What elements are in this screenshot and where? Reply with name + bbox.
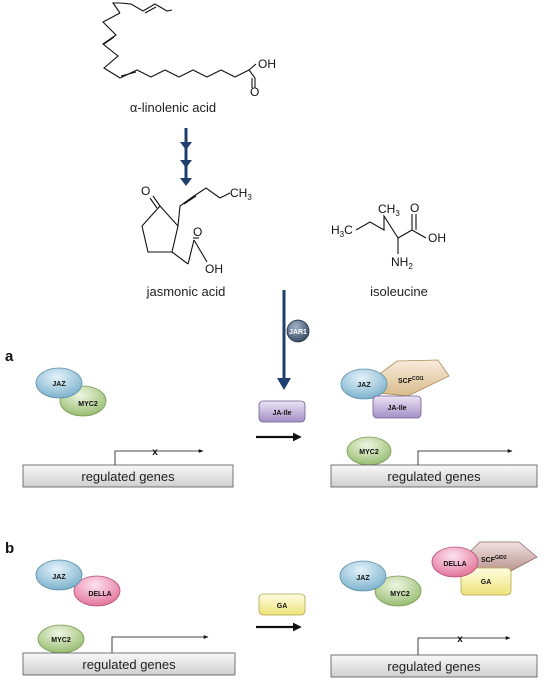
- amine-group: NH2: [391, 255, 413, 271]
- conjugation-arrowhead: [277, 378, 291, 390]
- ja-ile-label: JA-Ile: [272, 410, 291, 417]
- methyl-group: CH3: [230, 186, 252, 202]
- panel-a-left: MYC2 JAZ regulated genes x: [22, 367, 234, 488]
- ga-label: GA: [481, 579, 492, 586]
- jasmonic-acid-label: jasmonic acid: [146, 284, 226, 299]
- transcription-arrow: [111, 635, 209, 653]
- jaz-label: JAZ: [52, 574, 66, 581]
- ja-ile-label: JA-Ile: [387, 405, 406, 412]
- myc2-protein: [374, 575, 422, 607]
- della-label: DELLA: [443, 561, 466, 568]
- jaz-protein: [340, 368, 388, 400]
- della-label: DELLA: [88, 591, 111, 598]
- isoleucine-oh-atom: OH: [428, 231, 446, 245]
- panel-b-label: b: [5, 540, 14, 557]
- isoleucine-label: isoleucine: [370, 284, 428, 299]
- transcription-arrow: [417, 636, 511, 655]
- regulated-genes-label: regulated genes: [387, 469, 481, 484]
- isoleucine-o-atom: O: [410, 201, 419, 215]
- transcription-arrow: [417, 449, 513, 465]
- carboxyl-oh-atom: OH: [205, 262, 223, 276]
- jasmonic-acid-structure: O O OH CH3: [141, 184, 252, 276]
- panel-a-middle: JA-Ile: [256, 400, 306, 442]
- jaz-label: JAZ: [356, 575, 370, 582]
- jaz-label: JAZ: [357, 382, 371, 389]
- gene-box: [330, 654, 538, 678]
- ga-complex: [460, 567, 512, 596]
- h3c-group: H3C: [331, 223, 353, 239]
- multi-step-arrows: [180, 128, 192, 186]
- della-protein: [431, 546, 479, 578]
- panel-a-right: SCFCOI1 JAZ JA-Ile MYC2 regulated genes: [330, 359, 538, 488]
- myc2-label: MYC2: [390, 591, 410, 598]
- ja-ile-complex: [258, 400, 306, 423]
- gene-box: [22, 652, 236, 676]
- jaz-label: JAZ: [52, 381, 66, 388]
- myc2-label: MYC2: [51, 637, 71, 644]
- ga-complex: [258, 593, 306, 616]
- panel-b-left: DELLA JAZ MYC2 regulated genes: [22, 559, 236, 676]
- panel-a-label: a: [5, 348, 14, 365]
- myc2-label: MYC2: [78, 401, 98, 408]
- gene-box: [330, 464, 538, 488]
- panel-b-right: MYC2 JAZ SCFGID2 GA DELLA regulated gene…: [330, 541, 538, 678]
- transcription-arrow: [114, 449, 204, 465]
- regulated-genes-label: regulated genes: [387, 659, 481, 674]
- o-atom: O: [250, 85, 259, 99]
- myc2-label: MYC2: [359, 449, 379, 456]
- transcription-blocked-mark: x: [152, 447, 158, 458]
- alpha-linolenic-acid-label: α-linolenic acid: [130, 100, 216, 115]
- ketone-o-atom: O: [141, 184, 150, 198]
- jaz-protein: [35, 559, 83, 591]
- isoleucine-methyl: CH3: [378, 202, 400, 218]
- scf-gid2-label: SCFGID2: [481, 555, 507, 564]
- svg-text:JAR1: JAR1: [289, 329, 307, 336]
- jaz-protein: [35, 367, 83, 399]
- ja-ile-complex: [372, 395, 422, 419]
- carboxyl-o-atom: O: [193, 225, 202, 239]
- isoleucine-structure: H3C CH3 O OH NH2: [331, 201, 446, 271]
- transcription-blocked-mark: x: [457, 634, 463, 645]
- panel-b-middle: GA: [256, 593, 306, 632]
- regulated-genes-label: regulated genes: [81, 469, 175, 484]
- oh-atom: OH: [258, 57, 276, 71]
- jaz-protein: [339, 560, 387, 592]
- jar1-enzyme: JAR1: [286, 319, 310, 343]
- scf-coi1-label: SCFCOI1: [398, 376, 424, 385]
- della-protein: [73, 575, 121, 607]
- alpha-linolenic-acid-structure: OH O: [102, 2, 276, 99]
- gene-box: [22, 464, 234, 488]
- regulated-genes-label: regulated genes: [82, 657, 176, 672]
- ga-label: GA: [277, 603, 288, 610]
